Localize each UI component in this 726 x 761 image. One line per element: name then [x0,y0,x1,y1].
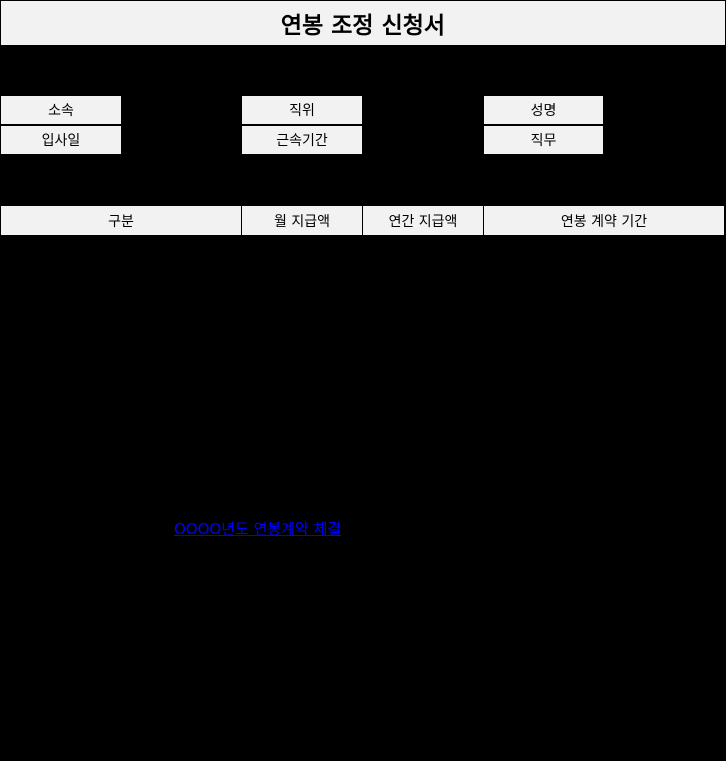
label-hire-date-text: 입사일 [41,133,81,149]
label-hire-date: 입사일 [1,126,121,154]
header-category: 구분 [1,206,242,235]
header-annual-pay: 연간 지급액 [363,206,484,235]
label-affiliation: 소속 [1,96,121,124]
label-job-duty-text: 직무 [530,133,557,149]
salary-table-header: 구분 월 지급액 연간 지급액 연봉 계약 기간 [1,206,724,235]
header-monthly-pay: 월 지급액 [242,206,363,235]
label-name-text: 성명 [530,103,557,119]
label-service-period: 근속기간 [242,126,362,154]
label-name: 성명 [484,96,603,124]
label-affiliation-text: 소속 [48,103,74,119]
header-contract-period: 연봉 계약 기간 [560,213,648,230]
annual-contract-link[interactable]: OOOO년도 연봉계약 체결 [174,520,342,538]
label-job-duty: 직무 [484,126,603,154]
document-title: 연봉 조정 신청서 [0,0,726,46]
label-position: 직위 [242,96,362,124]
label-service-period-text: 근속기간 [276,133,328,149]
document-title-text: 연봉 조정 신청서 [280,13,446,39]
label-position-text: 직위 [289,103,315,119]
